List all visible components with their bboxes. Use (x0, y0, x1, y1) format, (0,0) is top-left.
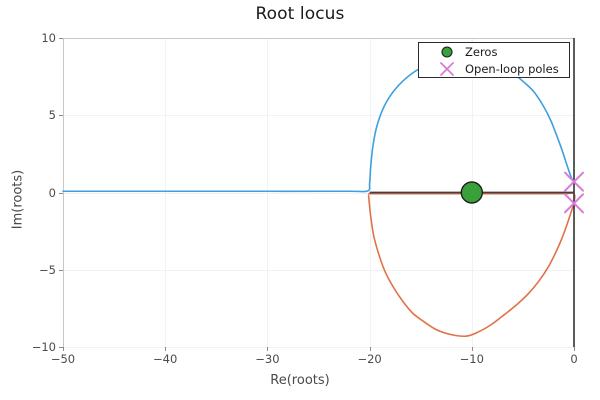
grid-line-horizontal (63, 115, 574, 117)
y-tick-mark (59, 347, 63, 348)
x-tick-label: −10 (459, 352, 484, 366)
y-tick-label: 0 (48, 185, 56, 200)
y-tick-label: −5 (39, 262, 56, 277)
legend-label-poles: Open-loop poles (465, 62, 559, 76)
legend-item-zeros: Zeros (419, 43, 571, 61)
chart-title: Root locus (255, 4, 345, 24)
x-tick-label: −30 (255, 352, 280, 366)
x-tick-label: −40 (153, 352, 178, 366)
x-tick-label: −50 (50, 352, 76, 366)
y-tick-label: 5 (48, 108, 56, 123)
pole-x-stroke (563, 193, 585, 214)
legend-label-zeros: Zeros (465, 45, 498, 59)
pole-marker (563, 193, 585, 214)
grid-line-horizontal (63, 269, 574, 271)
locus-branch (62, 58, 575, 193)
zeros-circle-icon (441, 46, 453, 58)
x-tick-label: 0 (570, 352, 578, 366)
x-tick-mark (63, 347, 64, 351)
legend-item-poles: Open-loop poles (419, 60, 571, 78)
x-tick-mark (267, 347, 269, 351)
x-tick-mark (369, 347, 371, 351)
plot-frame-top (63, 38, 574, 39)
x-tick-mark (574, 347, 575, 351)
locus-branch (367, 192, 576, 338)
y-tick-label: −10 (31, 340, 56, 354)
plot-frame-left (63, 38, 64, 347)
x-axis-label: Re(roots) (270, 373, 330, 388)
x-tick-mark (165, 347, 167, 351)
legend-zero-dot (441, 46, 453, 58)
x-tick-mark (471, 347, 473, 351)
y-tick-label: 10 (41, 31, 56, 45)
poles-x-icon (440, 62, 454, 76)
x-tick-label: −20 (357, 352, 382, 366)
pole-marker (563, 171, 585, 192)
chart-legend: Zeros Open-loop poles (418, 42, 570, 78)
y-tick-mark (59, 269, 63, 271)
y-tick-mark (59, 192, 63, 194)
grid-line-horizontal (63, 192, 574, 194)
pole-x-stroke (563, 171, 585, 192)
y-tick-mark (59, 38, 63, 39)
grid-line-horizontal (63, 347, 574, 348)
zero-marker (460, 181, 483, 204)
legend-pole-stroke (440, 62, 454, 76)
y-tick-mark (59, 115, 63, 117)
